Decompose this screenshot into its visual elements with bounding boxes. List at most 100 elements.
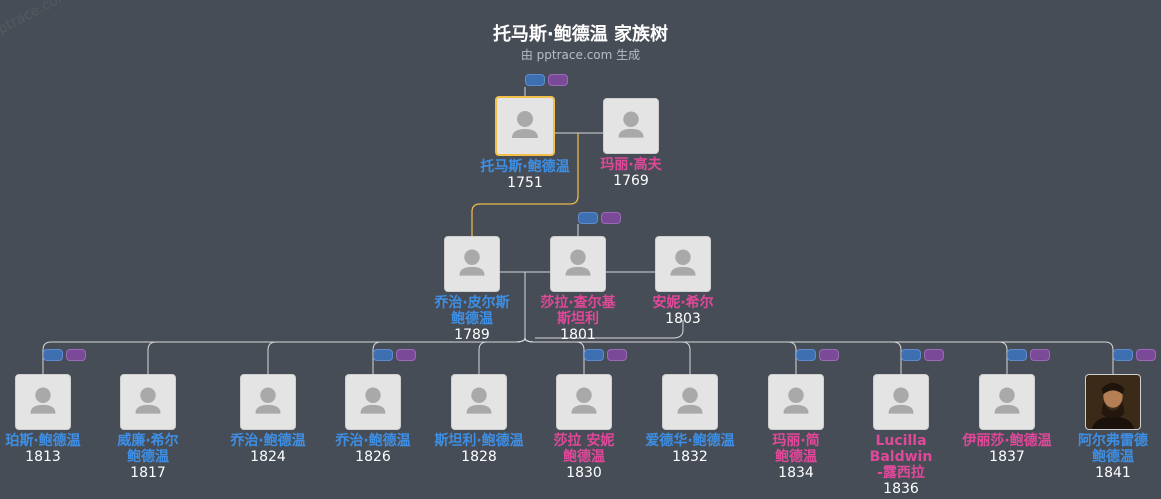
person-name-line: 乔治·鲍德温 <box>230 433 306 449</box>
person-birth-year: 1830 <box>566 465 602 481</box>
expand-parents-button[interactable] <box>901 349 921 361</box>
person-name-line: 鲍德温 <box>563 449 605 465</box>
person-name-line: 乔治·皮尔斯 <box>434 295 510 311</box>
person-name-line: 托马斯·鲍德温 <box>480 159 570 175</box>
connector-line <box>535 320 684 339</box>
expand-spouse-button[interactable] <box>924 349 944 361</box>
expand-spouse-button[interactable] <box>66 349 86 361</box>
person-name[interactable]: 托马斯·鲍德温 <box>465 159 585 175</box>
person-name[interactable]: 玛丽·高夫 <box>571 157 691 173</box>
expand-parents-button[interactable] <box>1007 349 1027 361</box>
person-photo[interactable] <box>1085 374 1141 430</box>
avatar[interactable] <box>550 236 606 292</box>
relation-toggle[interactable] <box>43 349 87 362</box>
expand-parents-button[interactable] <box>578 212 598 224</box>
person-name[interactable]: 斯坦利·鲍德温 <box>419 433 539 449</box>
person-name-line: 鲍德温 <box>127 449 169 465</box>
person-name[interactable]: 乔治·皮尔斯鲍德温 <box>412 295 532 327</box>
person-name[interactable]: 安妮·希尔 <box>623 295 743 311</box>
expand-spouse-button[interactable] <box>1030 349 1050 361</box>
person-name-line: 鲍德温 <box>451 311 493 327</box>
person-name[interactable]: 爱德华·鲍德温 <box>630 433 750 449</box>
person-birth-year: 1803 <box>665 311 701 327</box>
avatar[interactable] <box>979 374 1035 430</box>
person-name[interactable]: 珀斯·鲍德温 <box>0 433 103 449</box>
relation-toggle[interactable] <box>584 349 628 362</box>
person-birth-year: 1751 <box>507 175 543 191</box>
expand-spouse-button[interactable] <box>548 74 568 86</box>
relation-toggle[interactable] <box>578 212 622 225</box>
avatar[interactable] <box>120 374 176 430</box>
avatar[interactable] <box>556 374 612 430</box>
person-name-line: 鲍德温 <box>775 449 817 465</box>
expand-parents-button[interactable] <box>525 74 545 86</box>
connector-line <box>147 337 526 374</box>
person-name[interactable]: 威廉·希尔鲍德温 <box>88 433 208 465</box>
avatar[interactable] <box>662 374 718 430</box>
relation-toggle[interactable] <box>796 349 840 362</box>
page-title: 托马斯·鲍德温 家族树 <box>492 24 669 45</box>
relation-toggle[interactable] <box>901 349 945 362</box>
connector-line <box>42 337 526 374</box>
person-name-line: 玛丽·高夫 <box>600 157 662 173</box>
person-name-line: 莎拉·查尔基 <box>540 295 616 311</box>
expand-parents-button[interactable] <box>1113 349 1133 361</box>
expand-spouse-button[interactable] <box>1136 349 1156 361</box>
expand-spouse-button[interactable] <box>396 349 416 361</box>
person-name[interactable]: 阿尔弗雷德鲍德温 <box>1053 433 1161 465</box>
expand-spouse-button[interactable] <box>607 349 627 361</box>
person-birth-year: 1824 <box>250 449 286 465</box>
expand-spouse-button[interactable] <box>819 349 839 361</box>
avatar[interactable] <box>655 236 711 292</box>
relation-toggle[interactable] <box>1113 349 1157 362</box>
person-name[interactable]: 莎拉·查尔基斯坦利 <box>518 295 638 327</box>
person-name[interactable]: 伊丽莎·鲍德温 <box>947 433 1067 449</box>
avatar[interactable] <box>495 96 555 156</box>
avatar[interactable] <box>345 374 401 430</box>
avatar[interactable] <box>15 374 71 430</box>
expand-parents-button[interactable] <box>584 349 604 361</box>
person-birth-year: 1801 <box>560 327 596 343</box>
avatar[interactable] <box>451 374 507 430</box>
person-birth-year: 1813 <box>25 449 61 465</box>
avatar[interactable] <box>240 374 296 430</box>
relation-toggle[interactable] <box>1007 349 1051 362</box>
avatar[interactable] <box>603 98 659 154</box>
expand-parents-button[interactable] <box>796 349 816 361</box>
relation-toggle[interactable] <box>525 74 569 87</box>
person-name[interactable]: 乔治·鲍德温 <box>313 433 433 449</box>
avatar[interactable] <box>768 374 824 430</box>
person-name-line: 爱德华·鲍德温 <box>645 433 735 449</box>
avatar[interactable] <box>873 374 929 430</box>
person-name[interactable]: 莎拉 安妮鲍德温 <box>524 433 644 465</box>
person-name[interactable]: 玛丽·简鲍德温 <box>736 433 856 465</box>
person-name-line: 威廉·希尔 <box>117 433 179 449</box>
expand-spouse-button[interactable] <box>601 212 621 224</box>
person-birth-year: 1817 <box>130 465 166 481</box>
relation-toggle[interactable] <box>373 349 417 362</box>
person-name-line: 阿尔弗雷德 <box>1078 433 1148 449</box>
avatar[interactable] <box>444 236 500 292</box>
person-name-line: 安妮·希尔 <box>652 295 714 311</box>
expand-parents-button[interactable] <box>373 349 393 361</box>
expand-parents-button[interactable] <box>43 349 63 361</box>
person-name[interactable]: 乔治·鲍德温 <box>208 433 328 449</box>
